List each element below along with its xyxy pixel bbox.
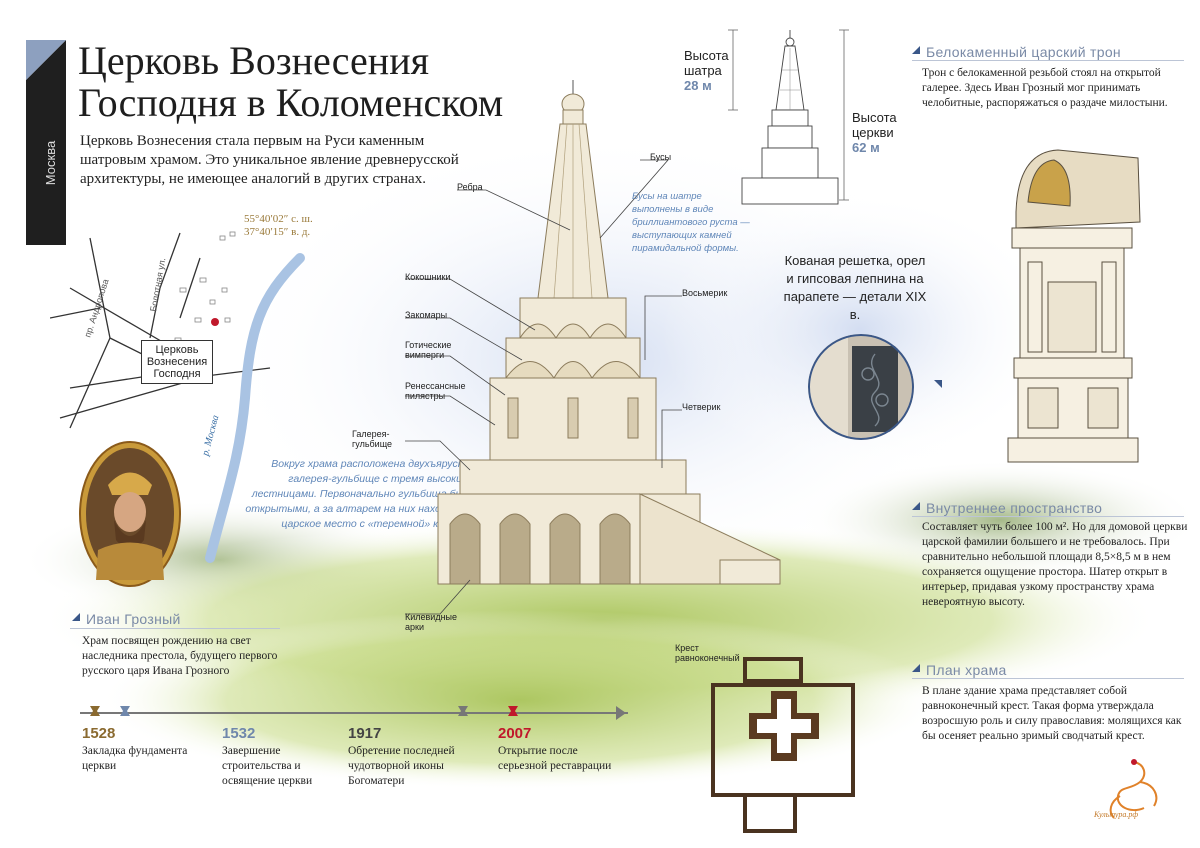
timeline-text-2007: Открытие после серьезной реставрации (498, 745, 612, 772)
plan-divider (912, 678, 1184, 679)
annotation-octagon: Восьмерик (682, 288, 728, 298)
grille-photo (808, 334, 914, 440)
map-church-label: Церковь Вознесения Господня (141, 340, 213, 384)
church-height: Высота церкви 62 м (852, 110, 902, 155)
logo-text: Культура.рф (1094, 810, 1139, 819)
church-height-label: Высота церкви (852, 110, 897, 140)
throne-divider (912, 60, 1184, 61)
beads-note: Бусы на шатре выполнены в виде бриллиант… (632, 191, 750, 254)
annotation-zakomary: Закомары (405, 310, 448, 320)
timeline-year-1532: 1532 (222, 725, 256, 742)
timeline-year-1528: 1528 (82, 725, 116, 742)
timeline-year-2007: 2007 (498, 725, 532, 742)
grille-pointer-icon (934, 380, 942, 388)
timeline-text-1532: Завершение строительства и освящение цер… (222, 745, 313, 787)
annotation-gothic: Готические вимперги (405, 340, 452, 360)
church-location-marker (211, 318, 219, 326)
title-line-2: Господня в Коломенском (78, 80, 504, 125)
timeline-axis (80, 712, 628, 714)
plan-text: В плане здание храма представляет собой … (922, 685, 1182, 742)
floor-plan (711, 657, 855, 833)
ivan-heading: Иван Грозный (72, 611, 181, 627)
timeline-marker-1528 (90, 706, 100, 716)
throne-heading: Белокаменный царский трон (912, 44, 1121, 60)
ivan-portrait (79, 441, 181, 587)
region-tab (26, 40, 66, 245)
timeline-text-1528: Закладка фундамента церкви (82, 745, 188, 772)
coordinates: 55°40′02″ с. ш. 37°40′15″ в. д. (244, 213, 313, 239)
timeline-text-1917: Обретение последней чудотворной иконы Бо… (348, 745, 455, 787)
longitude: 37°40′15″ в. д. (244, 226, 311, 238)
page-title: Церковь Вознесения Господня в Коломенско… (78, 40, 503, 124)
timeline-marker-1917 (458, 706, 468, 716)
tent-height: Высота шатра 28 м (684, 48, 730, 93)
ivan-text: Храм посвящен рождению на свет наследник… (82, 635, 278, 677)
firebird-logo (1109, 759, 1158, 819)
annotation-renaissance: Ренессансные пилястры (405, 381, 466, 401)
interior-text: Составляет чуть более 100 м². Но для дом… (922, 521, 1188, 608)
church-height-value: 62 м (852, 140, 880, 155)
location-map: пр. Андропова Болотная ул. (50, 231, 305, 563)
throne-illustration (1007, 149, 1141, 463)
timeline-arrow-icon (616, 706, 626, 720)
intro-text: Церковь Вознесения стала первым на Руси … (80, 133, 459, 187)
ivan-divider (70, 628, 280, 629)
annotation-ribs: Ребра (457, 182, 483, 192)
church-illustration (437, 80, 781, 585)
grille-caption: Кованая решетка, орел и гипсовая лепнина… (783, 253, 927, 322)
plan-heading: План храма (912, 662, 1007, 678)
timeline-marker-2007 (508, 706, 518, 716)
throne-text: Трон с белокаменной резьбой стоял на отк… (922, 67, 1168, 109)
interior-divider (912, 516, 1184, 517)
annotation-kokoshniki: Кокошники (405, 272, 451, 282)
timeline-year-1917: 1917 (348, 725, 382, 742)
gallery-note: Вокруг храма расположена двухъярусная га… (245, 458, 475, 530)
annotation-quad: Четверик (682, 402, 721, 412)
annotation-gallery: Галерея-гульбище (352, 429, 393, 449)
timeline-marker-1532 (120, 706, 130, 716)
church-elevation-drawing (741, 30, 839, 205)
tent-height-value: 28 м (684, 78, 712, 93)
tent-height-label: Высота шатра (684, 48, 729, 78)
interior-heading: Внутреннее пространство (912, 500, 1102, 516)
latitude: 55°40′02″ с. ш. (244, 213, 313, 225)
annotation-keel-arches: Килевидные арки (405, 612, 458, 632)
annotation-beads: Бусы (650, 152, 672, 162)
title-line-1: Церковь Вознесения (78, 38, 430, 83)
annotation-cross: Крест равноконечный (675, 643, 740, 663)
